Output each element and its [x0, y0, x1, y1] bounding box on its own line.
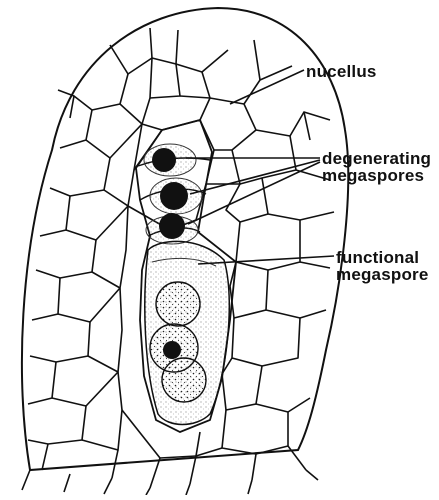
functional-label-line1: functional [336, 249, 429, 266]
degenerating-label-line1: degenerating [322, 150, 431, 167]
nucellus-label: nucellus [306, 63, 377, 80]
nucellus-label-text: nucellus [306, 63, 377, 80]
functional-label-line2: megaspore [336, 266, 429, 283]
degenerating-megaspores [144, 144, 202, 244]
degenerating-megaspores-label: degenerating megaspores [322, 150, 431, 184]
functional-megaspore [145, 241, 229, 424]
degenerating-label-line2: megaspores [322, 167, 431, 184]
functional-megaspore-label: functional megaspore [336, 249, 429, 283]
